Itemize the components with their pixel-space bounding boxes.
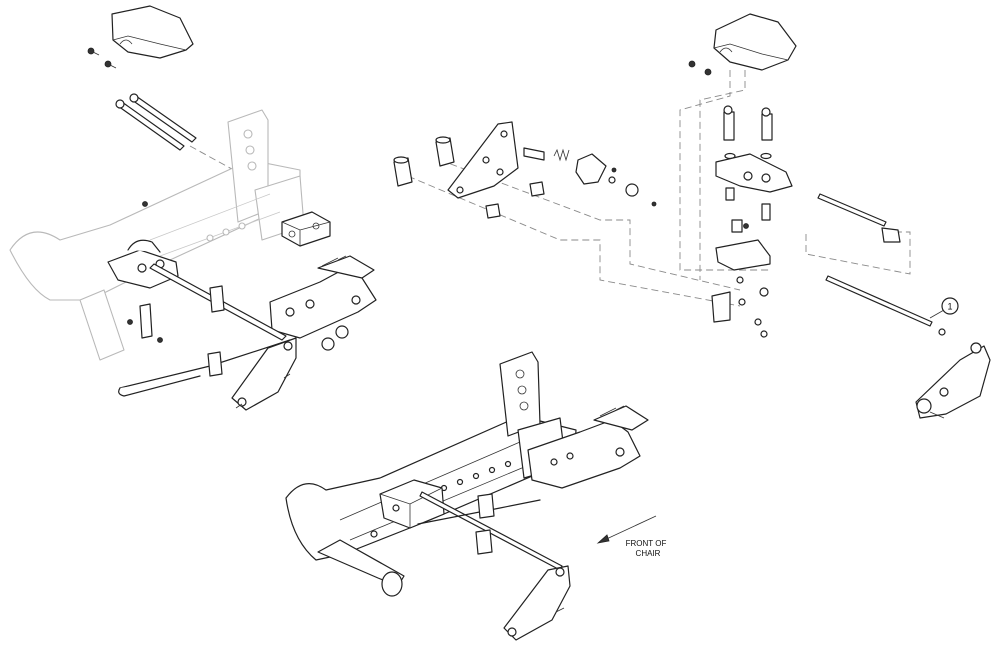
left-long-bolts <box>115 93 271 191</box>
right-dash-guides <box>397 70 911 307</box>
left-pedal <box>269 255 377 351</box>
front-label-line1: FRONT OF <box>626 539 667 548</box>
right-cover <box>688 13 797 76</box>
bottom-linkage <box>417 491 571 641</box>
bottom-assembly <box>285 351 649 641</box>
right-hardware <box>485 147 657 219</box>
left-assembly <box>9 5 377 411</box>
left-linkage <box>118 263 297 411</box>
right-rods <box>817 193 946 336</box>
left-latch <box>107 201 179 343</box>
front-of-chair-indicator: FRONT OF CHAIR <box>596 515 667 558</box>
front-arrow-icon <box>599 515 657 543</box>
front-label-line2: CHAIR <box>636 549 661 558</box>
right-assembly: 1 <box>393 13 991 419</box>
right-plate <box>447 121 519 199</box>
callout-number: 1 <box>947 302 952 312</box>
left-block <box>281 211 331 247</box>
bottom-cover-block <box>370 479 445 538</box>
right-latch-stack <box>711 105 793 338</box>
right-bracket <box>915 342 991 419</box>
callout-1: 1 <box>929 297 959 319</box>
bottom-pedal <box>527 405 649 489</box>
left-cover <box>87 5 194 69</box>
right-spacers <box>393 136 455 187</box>
